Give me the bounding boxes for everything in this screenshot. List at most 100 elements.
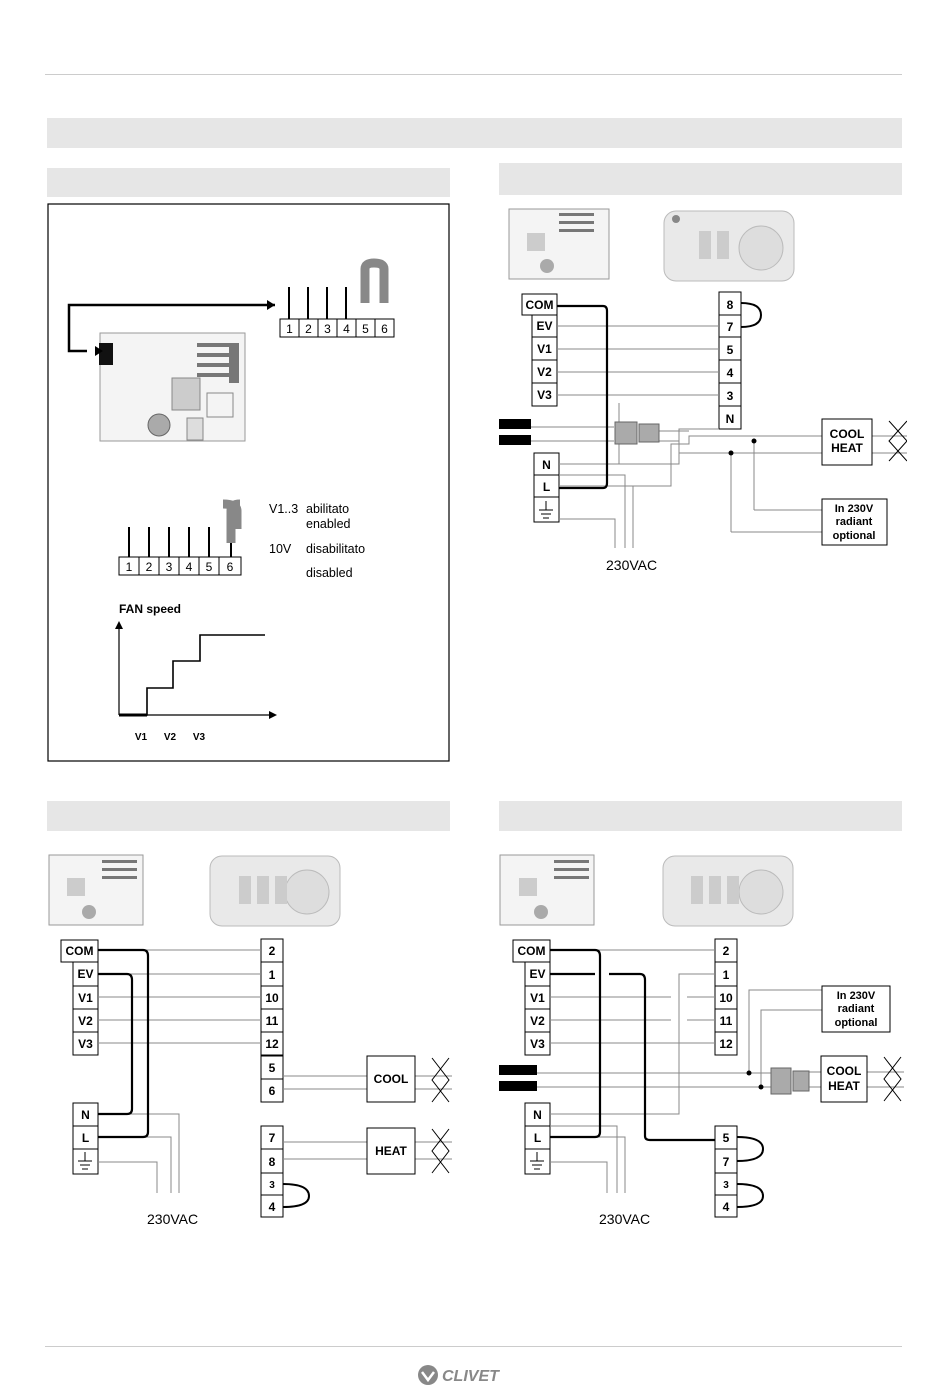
terminal-n: N xyxy=(533,1108,542,1122)
pointer-arrowhead-2 xyxy=(95,346,103,356)
jumper-strip-bottom: 1 2 3 4 5 6 xyxy=(118,499,242,576)
tick-v3: V3 xyxy=(193,732,206,743)
jumper-pin-label: 2 xyxy=(146,560,153,574)
terminal-7: 7 xyxy=(727,320,734,334)
left-terminal-block xyxy=(60,939,99,1175)
terminal-com: COM xyxy=(66,944,94,958)
radiant-line3: optional xyxy=(833,530,876,542)
cable-2 xyxy=(499,1081,537,1091)
panel-a-jumper-settings: 1 2 3 4 5 6 1 2 3 4 5 6 V1..3 abilitato … xyxy=(47,203,450,762)
bottom-rule xyxy=(45,1346,902,1347)
option-10v-it: disabilitato xyxy=(306,542,365,556)
terminal-v3: V3 xyxy=(537,388,552,402)
bridge-3-4 xyxy=(736,1183,765,1208)
tick-v2: V2 xyxy=(164,732,177,743)
terminal-v1: V1 xyxy=(78,991,93,1005)
terminal-2: 2 xyxy=(723,944,730,958)
terminal-7: 7 xyxy=(269,1131,276,1145)
terminal-l: L xyxy=(543,480,550,494)
terminal-6: 6 xyxy=(269,1084,276,1098)
supply-label: 230VAC xyxy=(606,557,657,573)
jumper-pin-label: 4 xyxy=(343,322,350,336)
control-board-image xyxy=(499,854,595,926)
panel-a-border xyxy=(47,203,450,762)
valve-icon xyxy=(888,420,907,462)
fan-speed-title: FAN speed xyxy=(119,602,181,616)
jumper-pin-label: 1 xyxy=(286,322,293,336)
connector-1 xyxy=(770,1067,792,1095)
control-board-image xyxy=(508,208,610,280)
radiant-box xyxy=(821,498,888,546)
terminal-1: 1 xyxy=(269,968,276,982)
option-10v-label: 10V xyxy=(269,542,292,556)
valve-heat-label: HEAT xyxy=(831,441,863,455)
terminal-v2: V2 xyxy=(78,1014,93,1028)
panel-c-header-band xyxy=(47,801,450,831)
terminal-l: L xyxy=(82,1131,89,1145)
option-10v-en: disabled xyxy=(306,566,353,580)
panel-a-header-band xyxy=(47,168,450,197)
terminal-10: 10 xyxy=(719,991,733,1005)
tick-v1: V1 xyxy=(135,732,148,743)
valve-icon xyxy=(883,1056,902,1102)
terminal-com: COM xyxy=(518,944,546,958)
ev-loop-wire xyxy=(98,972,134,1116)
jumper-pin-label: 3 xyxy=(166,560,173,574)
signal-wires xyxy=(499,949,904,1193)
jumper-pin-label: 1 xyxy=(126,560,133,574)
terminal-8: 8 xyxy=(727,298,734,312)
jumper-pin-label: 6 xyxy=(227,560,234,574)
panel-b-header-band xyxy=(499,163,902,195)
control-board-image xyxy=(99,332,246,442)
logo-text: CLIVET xyxy=(442,1368,500,1385)
terminal-n-right: N xyxy=(726,412,735,426)
terminal-11: 11 xyxy=(266,1014,279,1028)
bridge-3-4 xyxy=(282,1183,311,1208)
terminal-5: 5 xyxy=(269,1061,276,1075)
power-loop-wire xyxy=(550,948,602,1139)
cable-1 xyxy=(499,419,531,429)
terminal-ev: EV xyxy=(536,319,552,333)
option-v13-label: V1..3 xyxy=(269,502,298,516)
valve-icon xyxy=(431,1057,450,1103)
terminal-ev: EV xyxy=(77,967,93,981)
heat-valve-box xyxy=(366,1127,416,1175)
terminal-l: L xyxy=(534,1131,541,1145)
cool-valve-box xyxy=(366,1055,416,1103)
cool-heat-valve-box xyxy=(820,1055,868,1103)
terminal-v2: V2 xyxy=(537,365,552,379)
terminal-12: 12 xyxy=(265,1037,279,1051)
cool-heat-valve-box xyxy=(821,418,873,466)
supply-label: 230VAC xyxy=(599,1211,650,1227)
valve-cool-label: COOL xyxy=(830,427,865,441)
panel-b-wiring: COM EV V1 V2 V3 N L 8 7 5 4 3 N COOL HEA… xyxy=(499,208,907,573)
right-terminal-block xyxy=(714,938,738,1218)
radiant-line2: radiant xyxy=(836,516,873,528)
terminal-4: 4 xyxy=(269,1200,276,1214)
terminal-3: 3 xyxy=(723,1180,729,1191)
jumper-cap-bottom xyxy=(222,499,242,529)
terminal-5: 5 xyxy=(723,1131,730,1145)
thermostat-image xyxy=(662,855,794,927)
clivet-logo: CLIVET xyxy=(416,1364,526,1386)
panel-d-header-band xyxy=(499,801,902,831)
connector-2 xyxy=(792,1070,810,1092)
terminal-8: 8 xyxy=(269,1155,276,1169)
terminal-v3: V3 xyxy=(78,1037,93,1051)
radiant-line1: In 230V xyxy=(835,503,874,515)
terminal-v3: V3 xyxy=(530,1037,545,1051)
power-loop-wire xyxy=(98,948,150,1139)
earth-symbol xyxy=(78,1152,92,1170)
terminal-3: 3 xyxy=(269,1180,275,1191)
jumper-pin-label: 5 xyxy=(362,322,369,336)
terminal-4: 4 xyxy=(723,1200,730,1214)
radiant-line3: optional xyxy=(835,1017,878,1029)
jumper-pin-label: 5 xyxy=(206,560,213,574)
radiant-line1: In 230V xyxy=(837,990,876,1002)
option-v13-it: abilitato xyxy=(306,502,349,516)
earth-symbol xyxy=(530,1152,544,1170)
terminal-12: 12 xyxy=(719,1037,733,1051)
pointer-line-1 xyxy=(67,303,275,353)
connector-2 xyxy=(638,423,660,443)
cable-1 xyxy=(499,1065,537,1075)
